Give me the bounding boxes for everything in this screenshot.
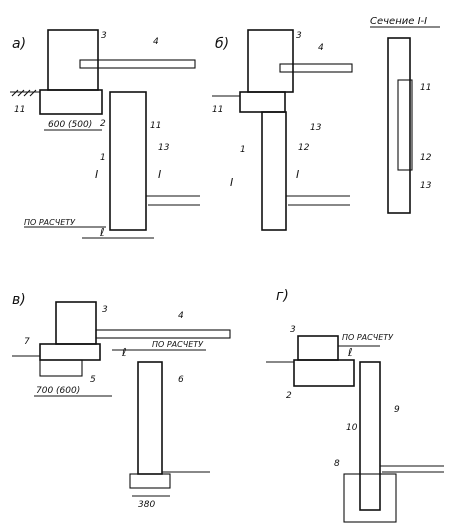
panel-a-callout-11b: 11: [150, 121, 161, 131]
section-callout-13: 13: [420, 181, 432, 191]
panel-b-callout-13: 13: [310, 123, 322, 133]
panel-b-foundation-pad: [239, 91, 286, 113]
panel-v-pier-footing: [129, 473, 171, 489]
section-view: Сечение I-I 11 12 13: [370, 16, 440, 214]
panel-g-l-mark: ℓ: [347, 346, 353, 359]
panel-a-floor: [146, 195, 200, 206]
panel-b-callout-11: 11: [212, 105, 223, 115]
panel-b-callout-12: 12: [298, 143, 310, 153]
panel-g-wall: [297, 335, 339, 361]
panel-v-callout-4: 4: [178, 311, 184, 321]
panel-a-l-mark: ℓ: [99, 226, 105, 239]
section-column: [387, 37, 411, 214]
section-callout-12: 12: [420, 153, 432, 163]
panel-v-callout-3: 3: [102, 305, 108, 315]
panel-v-callout-5: 5: [90, 375, 96, 385]
panel-v-letter: в): [12, 292, 26, 308]
panel-a-callout-3: 3: [101, 31, 107, 41]
panel-g-callout-9: 9: [394, 405, 400, 415]
panel-b-letter: б): [215, 36, 229, 52]
panel-b: б) I I 3 4 11 13 1 12: [212, 29, 353, 231]
panel-v: в) 700 (600) ПО РАСЧЕТУ ℓ 380 3 4 7 5 6: [12, 292, 231, 510]
panel-a-callout-4: 4: [153, 37, 159, 47]
panel-b-pier: [261, 111, 287, 231]
panel-g-callout-2: 2: [286, 391, 292, 401]
panel-a-callout-1: 1: [100, 153, 106, 163]
panel-g: г) ПО РАСЧЕТУ ℓ 3 2 9 10 8: [266, 288, 444, 523]
panel-a-slab: [79, 59, 196, 69]
panel-b-callout-3: 3: [296, 31, 302, 41]
panel-a-section-mark-left: I: [95, 168, 98, 181]
panel-v-footing: [39, 359, 83, 377]
panel-v-foundation-pad: [39, 343, 101, 361]
panel-g-pile: [359, 361, 381, 511]
panel-b-callout-4: 4: [318, 43, 324, 53]
panel-v-dim-label: 700 (600): [36, 386, 80, 396]
panel-a-callout-13: 13: [158, 143, 170, 153]
panel-a-letter: а): [12, 36, 26, 52]
panel-b-section-mark-right: I: [296, 168, 299, 181]
panel-g-callout-3: 3: [290, 325, 296, 335]
panel-a-callout-11: 11: [14, 105, 25, 115]
panel-a-dim-label: 600 (500): [48, 120, 92, 130]
panel-b-callout-1: 1: [240, 145, 246, 155]
panel-v-l-mark: ℓ: [121, 346, 127, 359]
panel-a-design-note: ПО РАСЧЕТУ: [24, 218, 76, 227]
panel-g-design-note: ПО РАСЧЕТУ: [342, 333, 394, 342]
panel-v-slab: [95, 329, 231, 339]
panel-a-callout-2: 2: [100, 119, 106, 129]
section-insert: [397, 79, 413, 171]
panel-v-callout-6: 6: [178, 375, 184, 385]
panel-g-callout-10: 10: [346, 423, 358, 433]
panel-v-brick-pier: [137, 361, 163, 475]
panel-a-section-mark-right: I: [158, 168, 161, 181]
panel-g-pile-cap: [343, 473, 397, 523]
panel-g-callout-8: 8: [334, 459, 340, 469]
panel-a-pier: [109, 91, 147, 231]
panel-g-letter: г): [276, 288, 289, 304]
panel-b-slab: [279, 63, 353, 73]
panel-v-design-note: ПО РАСЧЕТУ: [152, 340, 204, 349]
panel-b-wall: [247, 29, 294, 93]
panel-b-section-mark-left: I: [230, 176, 233, 189]
panel-a: а) 600 (500) I I 3 4 11 2 11 1 13 ПО РАС…: [10, 29, 200, 239]
panel-g-foundation-pad: [293, 359, 355, 387]
panel-b-floor: [286, 195, 350, 206]
section-callout-11: 11: [420, 83, 431, 93]
panel-a-foundation-pad: [39, 89, 103, 115]
section-title: Сечение I-I: [370, 16, 427, 27]
panel-v-bottom-dim: 380: [138, 500, 155, 510]
panel-v-callout-7: 7: [24, 337, 30, 347]
panel-v-wall: [55, 301, 97, 345]
